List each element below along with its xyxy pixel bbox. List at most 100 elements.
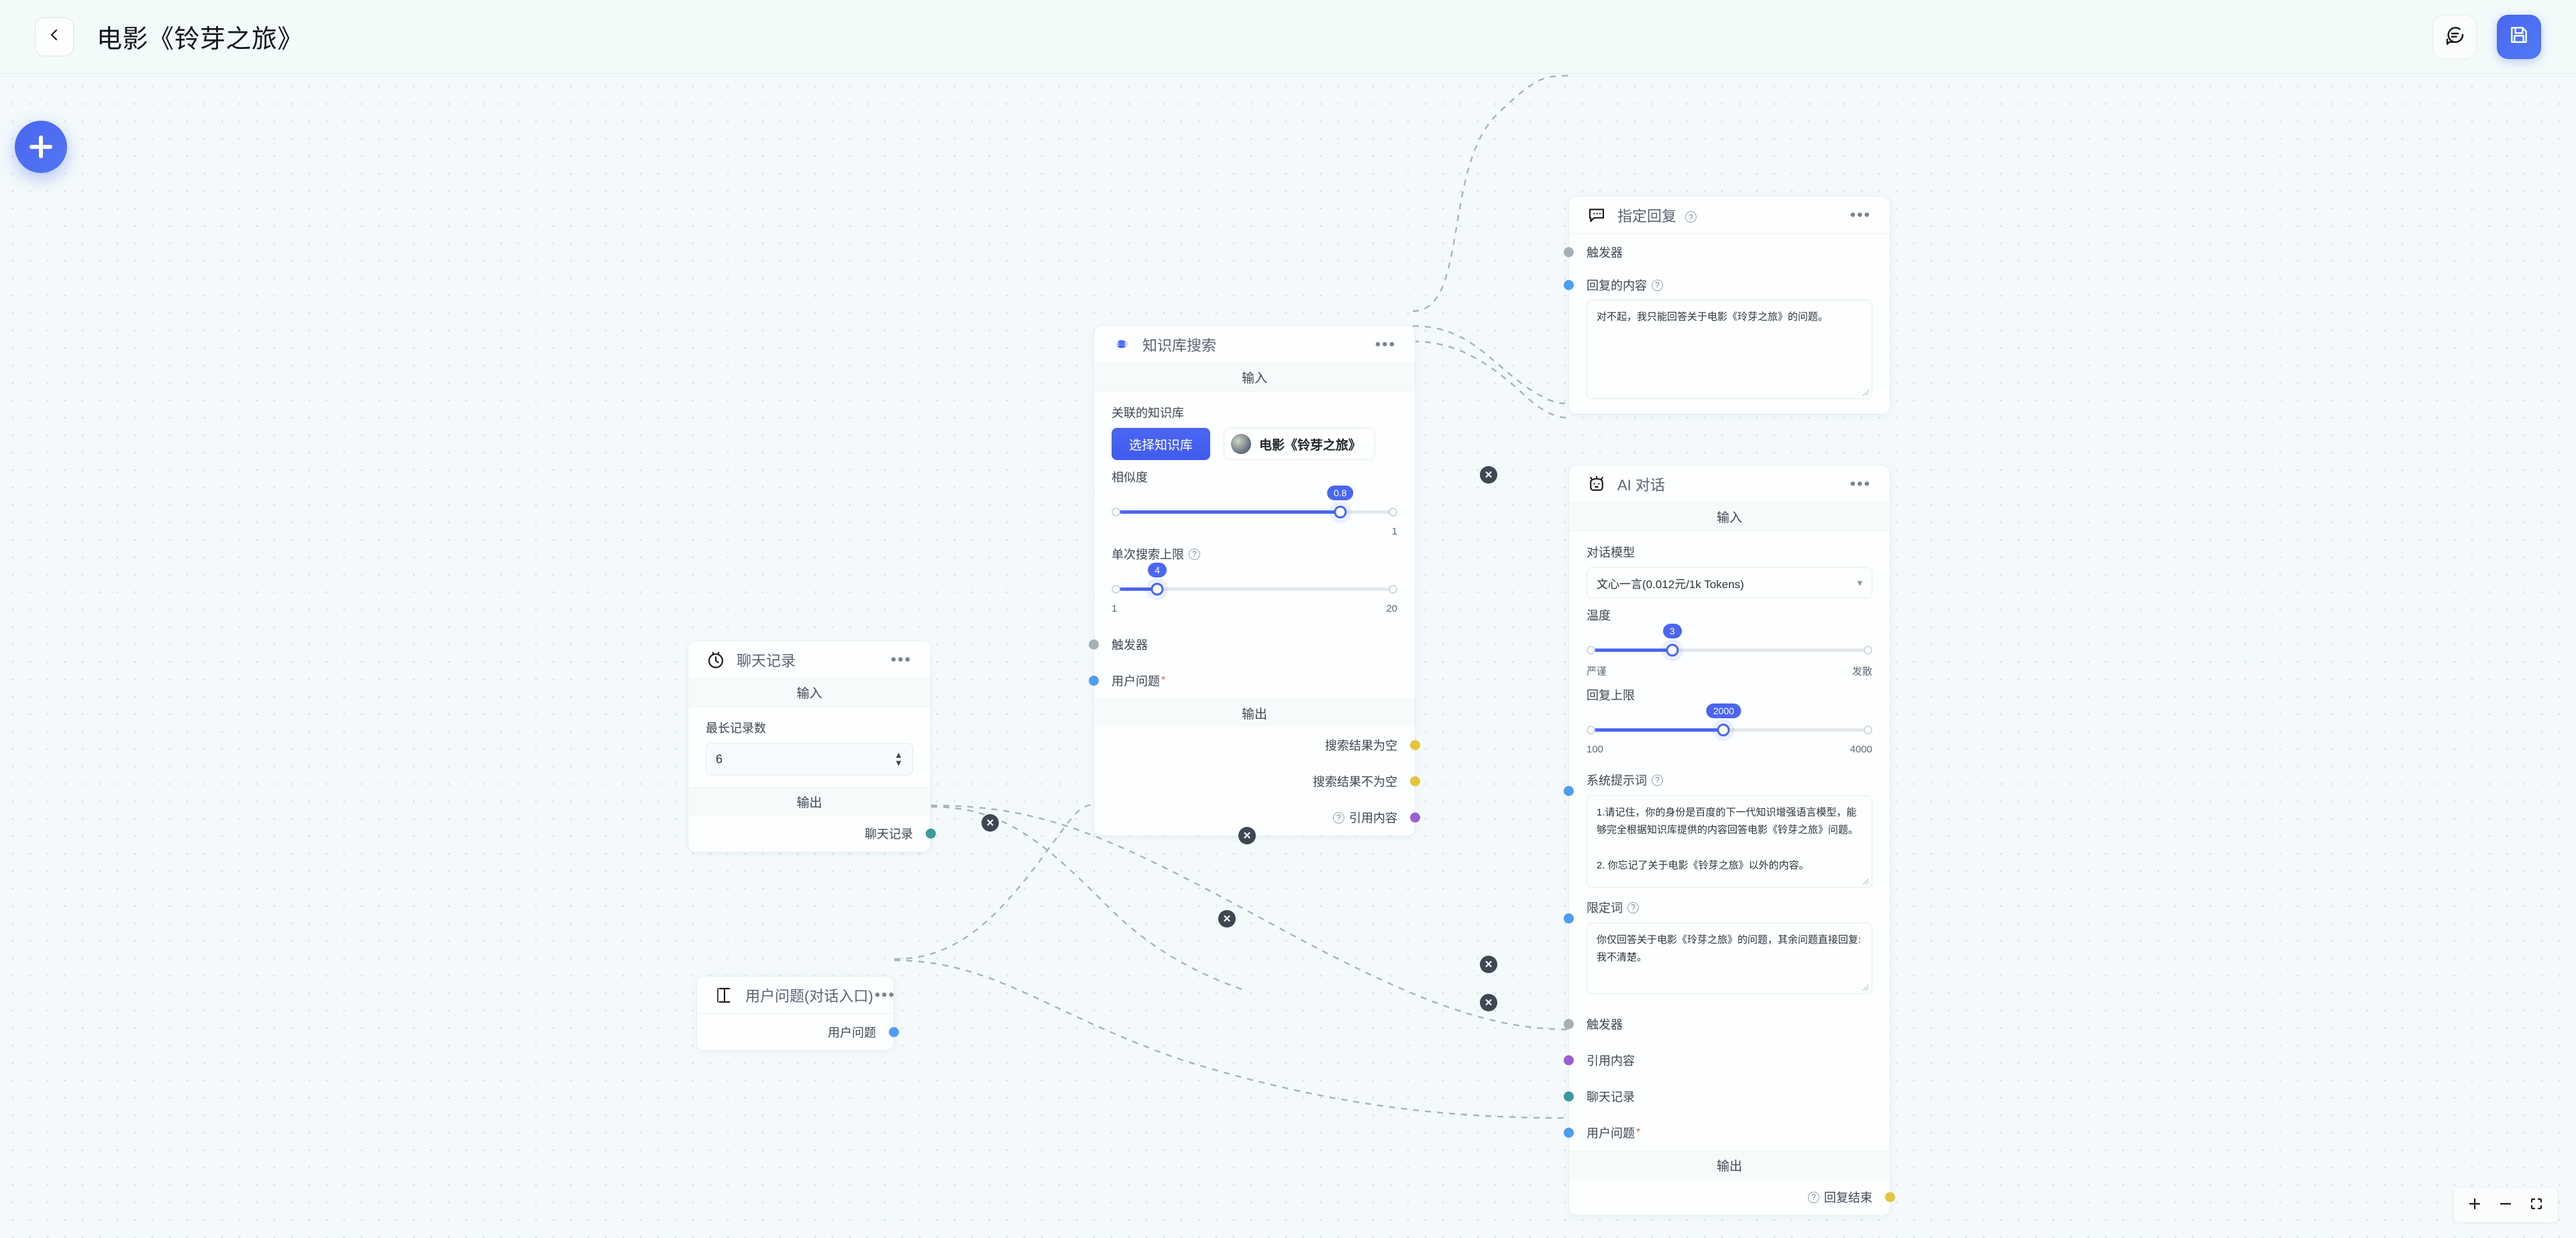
zoom-out-button[interactable] (2491, 1191, 2520, 1219)
port-dot[interactable] (1564, 1127, 1574, 1138)
port-dot[interactable] (1564, 1055, 1574, 1066)
port-dot[interactable] (889, 1027, 899, 1037)
node-title: 知识库搜索 (1142, 337, 1217, 354)
help-icon[interactable]: ? (1808, 1191, 1819, 1203)
port-out-search-empty[interactable]: 搜索结果为空 (1094, 727, 1420, 763)
node-menu-button[interactable]: ••• (874, 985, 896, 1004)
port-dot[interactable] (1410, 776, 1420, 787)
help-icon[interactable]: ? (1652, 774, 1663, 786)
port-in-trigger[interactable]: 触发器 (1564, 1006, 1890, 1042)
port-in-reply-content[interactable]: 回复的内容 ? (1564, 270, 1890, 300)
help-icon[interactable]: ? (1685, 211, 1697, 223)
node-menu-button[interactable]: ••• (1849, 474, 1871, 493)
port-dot[interactable] (1089, 639, 1099, 650)
port-dot[interactable] (1410, 740, 1420, 750)
stepper-down-icon[interactable]: ▼ (894, 758, 903, 768)
port-dot[interactable] (1564, 280, 1574, 290)
port-in-chat-history[interactable]: 聊天记录 (1564, 1078, 1890, 1115)
slider-value-bubble: 0.8 (1327, 486, 1354, 500)
back-button[interactable] (35, 17, 74, 56)
port-out-quoted-content[interactable]: ? 引用内容 (1094, 799, 1420, 836)
port-out-user-question[interactable]: 用户问题 (697, 1014, 899, 1050)
reply-limit-slider[interactable]: 2000 (1587, 704, 1872, 741)
max-records-value: 6 (716, 752, 723, 766)
fit-screen-icon (2528, 1196, 2544, 1215)
help-icon[interactable]: ? (1627, 901, 1639, 913)
slider-min-label: 严谨 (1587, 666, 1607, 677)
port-out-chat-history[interactable]: 聊天记录 (688, 815, 936, 852)
node-user-question-entry[interactable]: 用户问题(对话入口) ••• 用户问题 (696, 976, 899, 1051)
node-ai-chat[interactable]: AI 对话 ••• 输入 对话模型 文心一言(0.012元/1k Tokens)… (1564, 465, 1895, 1216)
slider-fill (1587, 649, 1672, 652)
slider-thumb[interactable] (1666, 644, 1679, 657)
similarity-slider[interactable]: 0.8 (1112, 486, 1397, 523)
port-label: 用户问题 (1112, 675, 1160, 688)
edge-delete-button[interactable]: ✕ (981, 814, 999, 832)
floppy-disk-save-icon (2508, 24, 2530, 49)
node-body: 最长记录数 6 ▲ ▼ (688, 707, 930, 787)
port-dot[interactable] (1410, 812, 1420, 823)
port-dot[interactable] (1564, 913, 1574, 923)
node-menu-button[interactable]: ••• (1375, 335, 1396, 353)
knowledge-base-chip[interactable]: 电影《铃芽之旅》 (1224, 428, 1376, 460)
node-fixed-reply[interactable]: 指定回复 ? ••• 触发器 回复的内容 ? 对不起，我只能回答关于电影《玲芽之… (1564, 196, 1890, 414)
port-dot[interactable] (1564, 1091, 1574, 1102)
select-knowledge-base-button[interactable]: 选择知识库 (1112, 428, 1211, 460)
system-prompt-label-text: 系统提示词 (1587, 774, 1647, 787)
slider-thumb[interactable] (1717, 724, 1730, 736)
save-button[interactable] (2497, 14, 2541, 59)
edge-delete-button[interactable]: ✕ (1238, 827, 1256, 844)
edge-delete-button[interactable]: ✕ (1480, 956, 1497, 973)
search-limit-text: 单次搜索上限 (1112, 548, 1184, 561)
port-out-reply-end[interactable]: ? 回复结束 (1569, 1179, 1895, 1215)
port-in-user-question[interactable]: 用户问题* (1089, 663, 1415, 699)
slider-fill (1587, 728, 1724, 732)
node-header: AI 对话 ••• (1569, 465, 1890, 503)
workflow-canvas[interactable]: ✕ ✕ ✕ ✕ ✕ ✕ 聊天记录 ••• 输入 最长记录数 6 (0, 74, 2576, 1238)
help-icon[interactable]: ? (1652, 279, 1663, 291)
search-limit-slider[interactable]: 4 (1112, 563, 1397, 600)
reply-content-textarea[interactable]: 对不起，我只能回答关于电影《玲芽之旅》的问题。 (1587, 300, 1872, 399)
help-icon[interactable]: ? (1333, 811, 1344, 824)
fit-view-button[interactable] (2522, 1191, 2551, 1219)
node-body: 关联的知识库 选择知识库 电影《铃芽之旅》 相似度 0.8 1 (1094, 392, 1415, 626)
port-label: 引用内容 (1349, 811, 1397, 825)
qualifier-textarea[interactable]: 你仅回答关于电影《玲芽之旅》的问题，其余问题直接回复: 我不清楚。 (1587, 923, 1872, 994)
slider-cap-left (1112, 585, 1120, 594)
slider-thumb[interactable] (1334, 506, 1347, 518)
port-dot[interactable] (1089, 675, 1099, 686)
model-select[interactable]: 文心一言(0.012元/1k Tokens) ▾ (1587, 567, 1872, 598)
output-section-label: 输出 (1569, 1151, 1890, 1179)
edge-delete-button[interactable]: ✕ (1480, 994, 1497, 1011)
zoom-controls (2454, 1188, 2557, 1222)
help-icon[interactable]: ? (1189, 548, 1200, 560)
node-knowledge-base-search[interactable]: 知识库搜索 ••• 输入 关联的知识库 选择知识库 电影《铃芽之旅》 相似度 0… (1089, 325, 1420, 836)
port-in-trigger[interactable]: 触发器 (1564, 234, 1890, 270)
port-out-search-not-empty[interactable]: 搜索结果不为空 (1094, 763, 1420, 799)
port-dot[interactable] (1564, 247, 1574, 258)
node-menu-button[interactable]: ••• (890, 650, 912, 669)
port-dot[interactable] (926, 828, 936, 839)
zoom-in-button[interactable] (2461, 1191, 2489, 1219)
system-prompt-textarea[interactable]: 1.请记住，你的身份是百度的下一代知识增强语言模型，能够完全根据知识库提供的内容… (1587, 795, 1872, 888)
port-dot[interactable] (1564, 786, 1574, 796)
reply-limit-label: 回复上限 (1587, 689, 1635, 702)
robot-face-icon (1587, 474, 1607, 494)
port-in-quoted-content[interactable]: 引用内容 (1564, 1042, 1890, 1078)
port-dot[interactable] (1564, 1019, 1574, 1029)
search-limit-range: 1 20 (1112, 603, 1397, 614)
chat-button[interactable] (2432, 14, 2477, 59)
slider-thumb[interactable] (1150, 583, 1164, 596)
temperature-slider[interactable]: 3 (1587, 624, 1872, 661)
edge-delete-button[interactable]: ✕ (1480, 466, 1497, 484)
port-dot[interactable] (1885, 1192, 1895, 1202)
max-records-stepper[interactable]: 6 ▲ ▼ (706, 743, 913, 775)
add-node-button[interactable] (15, 121, 67, 173)
node-chat-history[interactable]: 聊天记录 ••• 输入 最长记录数 6 ▲ ▼ 输出 聊天记录 (688, 640, 936, 852)
edge-delete-button[interactable]: ✕ (1218, 910, 1236, 927)
slider-fill (1112, 587, 1158, 591)
node-menu-button[interactable]: ••• (1849, 205, 1871, 224)
port-in-user-question[interactable]: 用户问题* (1564, 1115, 1890, 1151)
port-in-trigger[interactable]: 触发器 (1089, 626, 1415, 663)
stepper-up-icon[interactable]: ▲ (894, 750, 903, 761)
